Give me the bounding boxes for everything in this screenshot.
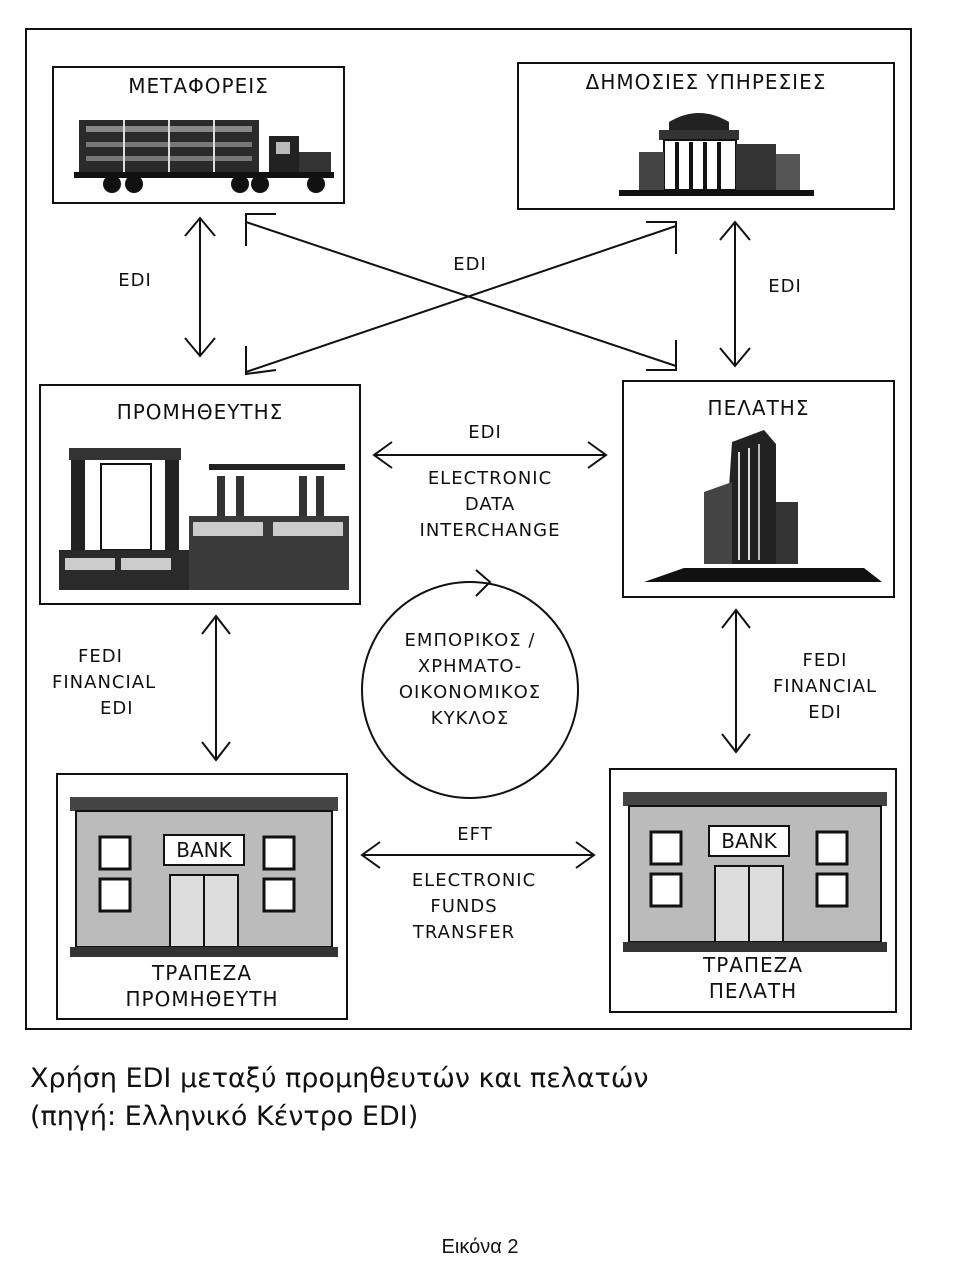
eft-label: EFT: [457, 824, 493, 845]
supplier-bank-box: BANK ΤΡΑΠΕΖΑ ΠΡΟΜΗΘΕΥΤΗ: [56, 773, 348, 1020]
edi-left-label: EDI: [118, 270, 152, 291]
eft-full-2: FUNDS: [430, 896, 498, 917]
cycle-line-3: ΟΙΚΟΝΟΜΙΚΟΣ: [398, 682, 542, 703]
edi-cross-line-1: [245, 221, 677, 367]
public-services-title: ΔΗΜΟΣΙΕΣ ΥΠΗΡΕΣΙΕΣ: [585, 70, 827, 94]
fedi-left-2: FINANCIAL: [52, 672, 157, 693]
cycle-line-1: ΕΜΠΟΡΙΚΟΣ /: [404, 630, 536, 651]
truck-icon: [74, 120, 334, 193]
edi-right-label: EDI: [768, 276, 802, 297]
supplier-box: ΠΡΟΜΗΘΕΥΤΗΣ: [39, 384, 361, 605]
diagram-frame: [25, 28, 912, 1030]
center-edi-label: EDI: [468, 422, 502, 443]
fedi-left-1: FEDI: [78, 646, 123, 667]
supplier-bank-title-1: ΤΡΑΠΕΖΑ: [151, 961, 253, 985]
fedi-right-3: EDI: [808, 702, 842, 723]
edi-cross-line-2: [245, 225, 677, 373]
bank-sign: BANK: [721, 829, 777, 853]
center-edi-full-1: ELECTRONIC: [427, 468, 553, 489]
bank-building-icon: BANK: [70, 797, 338, 957]
bank-building-icon: BANK: [623, 792, 887, 952]
business-cycle-circle: [361, 581, 579, 799]
figure-caption-line-2: (πηγή: Ελληνικό Κέντρο EDI): [30, 1101, 419, 1132]
carriers-title: ΜΕΤΑΦΟΡΕΙΣ: [128, 74, 269, 98]
customer-bank-box: BANK ΤΡΑΠΕΖΑ ΠΕΛΑΤΗ: [609, 768, 897, 1013]
fedi-right-1: FEDI: [802, 650, 848, 671]
customer-box: ΠΕΛΑΤΗΣ: [622, 380, 895, 598]
eft-full-3: TRANSFER: [412, 922, 516, 943]
customer-title: ΠΕΛΑΤΗΣ: [707, 396, 810, 420]
skyscraper-icon: [644, 430, 882, 582]
supplier-title: ΠΡΟΜΗΘΕΥΤΗΣ: [116, 400, 284, 424]
figure-label: Εικόνα 2: [441, 1236, 519, 1258]
customer-bank-title-1: ΤΡΑΠΕΖΑ: [702, 953, 804, 977]
fedi-right-2: FINANCIAL: [772, 676, 878, 697]
figure-caption-line-1: Χρήση EDI μεταξύ προμηθευτών και πελατών: [30, 1063, 649, 1094]
edi-cross-label: EDI: [453, 254, 487, 275]
center-edi-full-2: DATA: [464, 494, 516, 515]
customer-bank-title-2: ΠΕΛΑΤΗ: [708, 979, 798, 1003]
center-edi-full-3: INTERCHANGE: [419, 520, 561, 541]
cycle-line-2: ΧΡΗΜΑΤΟ-: [417, 656, 523, 677]
carriers-box: ΜΕΤΑΦΟΡΕΙΣ: [52, 66, 345, 204]
supplier-bank-title-2: ΠΡΟΜΗΘΕΥΤΗ: [125, 987, 279, 1011]
cycle-line-4: ΚΥΚΛΟΣ: [430, 708, 510, 729]
eft-full-1: ELECTRONIC: [411, 870, 537, 891]
fedi-left-3: EDI: [100, 698, 134, 719]
bank-sign: BANK: [176, 838, 232, 862]
factory-icon: [59, 448, 349, 590]
government-building-icon: [619, 113, 814, 196]
public-services-box: ΔΗΜΟΣΙΕΣ ΥΠΗΡΕΣΙΕΣ: [517, 62, 895, 210]
